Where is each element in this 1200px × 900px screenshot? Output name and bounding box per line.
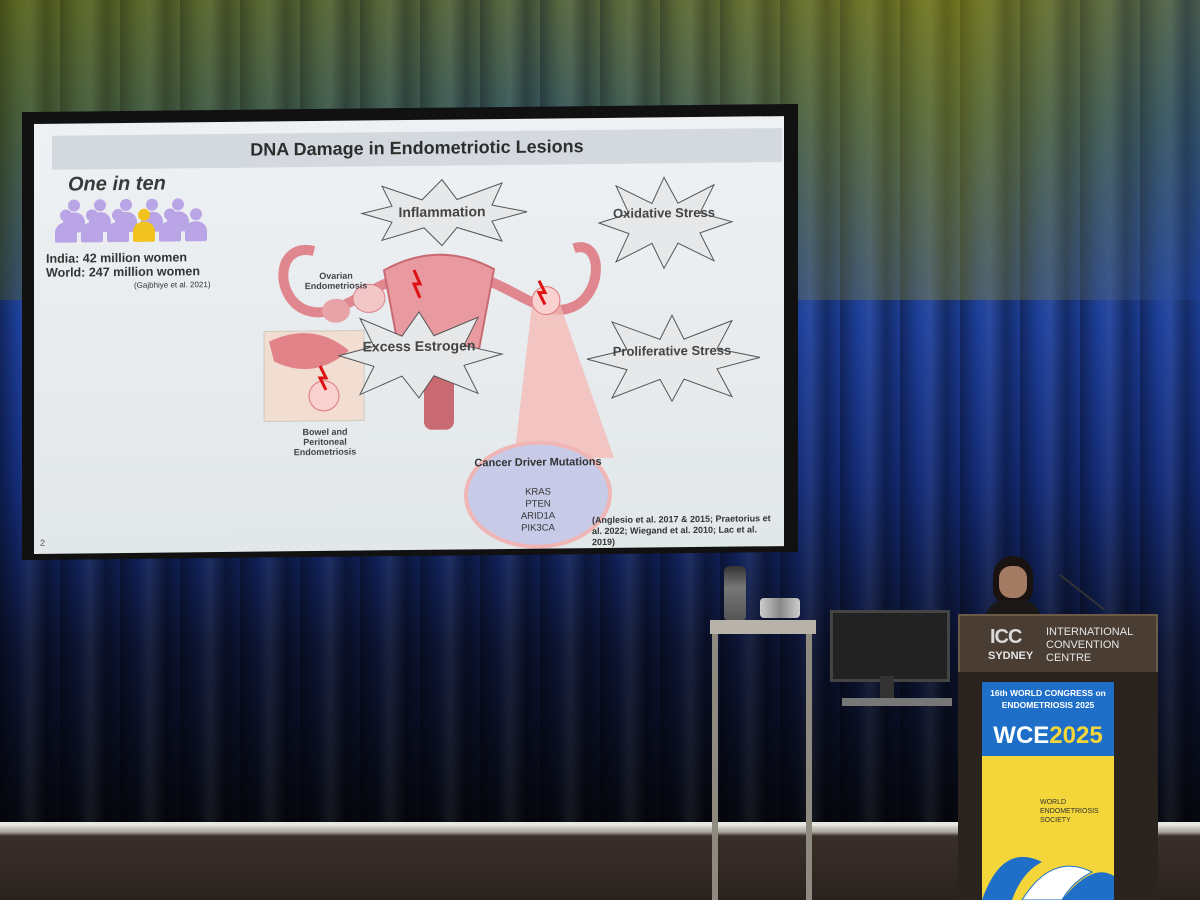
podium-venue-panel: ICC SYDNEY INTERNATIONAL CONVENTION CENT…: [958, 614, 1158, 674]
excess-estrogen-burst: Excess Estrogen: [334, 309, 504, 401]
projection-screen: DNA Damage in Endometriotic Lesions One …: [22, 103, 798, 561]
woman-icon: [80, 209, 103, 243]
society-line: WORLD: [1040, 799, 1067, 806]
stressor-label: Excess Estrogen: [362, 337, 476, 355]
icc-name-line: CENTRE: [1046, 652, 1092, 664]
slide-title: DNA Damage in Endometriotic Lesions: [250, 136, 584, 160]
icc-name: INTERNATIONAL CONVENTION CENTRE: [1046, 626, 1133, 665]
wce-year: 2025: [1049, 722, 1103, 749]
proliferative-stress-burst: Proliferative Stress: [582, 312, 762, 404]
icc-logo: ICC: [990, 626, 1022, 648]
prevalence-heading: One in ten: [68, 172, 166, 196]
table-leg: [806, 634, 812, 900]
monitor-stand: [880, 676, 894, 700]
society-name: WORLD ENDOMETRIOSIS SOCIETY: [1040, 798, 1112, 825]
drinking-glasses: [760, 598, 800, 618]
slide-title-bar: DNA Damage in Endometriotic Lesions: [52, 128, 782, 170]
slide-references: (Anglesio et al. 2017 & 2015; Praetorius…: [592, 513, 771, 548]
water-jug: [724, 566, 746, 620]
india-prevalence: India: 42 million women: [46, 250, 187, 266]
congress-line: ENDOMETRIOSIS 2025: [1001, 700, 1095, 710]
highlighted-woman-icon: [132, 208, 155, 243]
confidence-monitor: [830, 610, 950, 682]
woman-icon: [54, 209, 77, 243]
society-line: ENDOMETRIOSIS: [1040, 808, 1099, 815]
society-line: SOCIETY: [1040, 817, 1071, 824]
bowel-endometriosis-label: Bowel and Peritoneal Endometriosis: [293, 426, 357, 458]
stressor-label: Inflammation: [398, 203, 486, 221]
mutations-title: Cancer Driver Mutations: [474, 455, 602, 470]
congress-sign-header: 16th WORLD CONGRESS on ENDOMETRIOSIS 202…: [982, 682, 1114, 756]
mutations-circle: Cancer Driver Mutations KRAS PTEN ARID1A…: [464, 439, 612, 550]
mutations-list: KRAS PTEN ARID1A PIK3CA: [468, 486, 608, 535]
woman-icon: [184, 208, 207, 242]
laptop-shelf: [842, 698, 952, 706]
icc-city: SYDNEY: [988, 650, 1034, 662]
presentation-slide: DNA Damage in Endometriotic Lesions One …: [34, 116, 784, 554]
table-leg: [712, 634, 718, 900]
women-icon-group: [54, 198, 214, 244]
wce-text: WCE: [993, 722, 1050, 749]
congress-line: 16th WORLD CONGRESS on: [990, 688, 1106, 698]
table-top: [710, 620, 816, 634]
opera-house-graphic: [982, 856, 1114, 900]
wce-logo-text: WCE2025: [982, 722, 1114, 750]
congress-sign: 16th WORLD CONGRESS on ENDOMETRIOSIS 202…: [982, 682, 1114, 900]
slide-number: 2: [40, 537, 46, 548]
world-prevalence: World: 247 million women: [46, 264, 200, 280]
prevalence-citation: (Gajbhiye et al. 2021): [134, 280, 211, 290]
icc-name-line: CONVENTION: [1046, 639, 1120, 651]
side-table: [710, 620, 816, 900]
icc-name-line: INTERNATIONAL: [1046, 626, 1134, 638]
stressor-label: Proliferative Stress: [612, 342, 732, 359]
woman-icon: [106, 208, 129, 243]
gene-item: PIK3CA: [521, 522, 555, 534]
oxidative-stress-burst: Oxidative Stress: [594, 175, 734, 271]
inflammation-burst: Inflammation: [352, 177, 532, 249]
ovarian-endometriosis-label: Ovarian Endometriosis: [304, 270, 368, 292]
woman-icon: [158, 208, 181, 242]
stressor-label: Oxidative Stress: [613, 204, 715, 221]
